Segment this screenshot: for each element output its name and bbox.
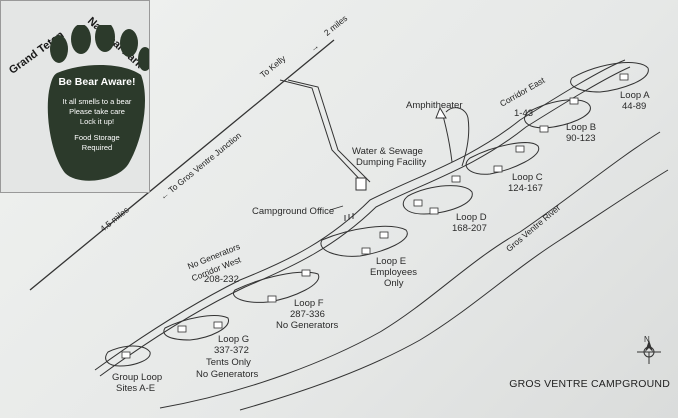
label-loop-c: Loop C bbox=[512, 172, 543, 183]
loop-c bbox=[465, 142, 540, 175]
sign-heading: Be Bear Aware! bbox=[58, 76, 136, 88]
loop-b bbox=[524, 99, 591, 129]
sign-line-3: Lock it up! bbox=[79, 117, 115, 126]
restroom-icon bbox=[515, 145, 525, 153]
loop-f bbox=[233, 271, 320, 303]
loop-g bbox=[163, 315, 229, 341]
label-loop-f: Loop F bbox=[294, 298, 324, 309]
amphitheater-icon bbox=[435, 106, 447, 119]
label-corridor-west-3: 208-232 bbox=[204, 274, 239, 285]
group-loop bbox=[105, 345, 151, 367]
loop-a bbox=[570, 62, 649, 93]
label-loop-a-sites: 44-89 bbox=[622, 101, 647, 112]
label-loop-g: Loop G bbox=[218, 334, 250, 345]
label-corridor-east-sites: 1-43 bbox=[514, 108, 534, 119]
label-campground-office: Campground Office bbox=[252, 206, 335, 217]
restroom-icon bbox=[429, 207, 439, 215]
label-group-loop: Group Loop bbox=[112, 372, 163, 383]
river-bank-north bbox=[239, 169, 669, 411]
sign-line-4: Food Storage bbox=[74, 133, 120, 142]
label-dumping-1: Water & Sewage bbox=[352, 146, 423, 157]
restroom-icon bbox=[177, 325, 187, 333]
label-loop-g-sites: 337-372 bbox=[214, 345, 249, 356]
restroom-icon bbox=[267, 295, 277, 303]
label-loop-g-3: Tents Only bbox=[206, 357, 251, 368]
compass-north-label: N bbox=[644, 335, 650, 344]
label-amphitheater: Amphitheater bbox=[406, 100, 463, 111]
sign-line-5: Required bbox=[81, 143, 113, 152]
restroom-icon bbox=[379, 231, 389, 239]
label-loop-b: Loop B bbox=[566, 122, 597, 133]
label-loop-a: Loop A bbox=[620, 90, 650, 101]
label-loop-f-3: No Generators bbox=[276, 320, 339, 331]
highway-road bbox=[29, 39, 335, 291]
bear-aware-sign: Grand Teton National Park Be Bear Aware!… bbox=[0, 0, 150, 193]
kelly-road bbox=[279, 79, 367, 187]
label-loop-g-4: No Generators bbox=[196, 369, 259, 380]
label-loop-e-3: Only bbox=[384, 278, 404, 289]
restroom-icon bbox=[213, 321, 223, 329]
restroom-icon bbox=[619, 73, 629, 81]
label-dumping-2: Dumping Facility bbox=[356, 157, 427, 168]
river-bank-south bbox=[159, 131, 661, 409]
restroom-icon bbox=[569, 97, 579, 105]
map-title: GROS VENTRE CAMPGROUND bbox=[509, 378, 670, 390]
sign-line-1: It all smells to a bear bbox=[62, 97, 132, 106]
restroom-icon bbox=[413, 199, 423, 207]
loop-d bbox=[402, 185, 473, 215]
office-building-icon bbox=[355, 177, 367, 191]
label-loop-f-sites: 287-336 bbox=[290, 309, 325, 320]
restroom-icon bbox=[121, 351, 131, 359]
label-group-loop-sites: Sites A-E bbox=[116, 383, 156, 394]
restroom-icon bbox=[361, 247, 371, 255]
bear-paw-icon bbox=[47, 25, 149, 181]
restroom-icon bbox=[493, 165, 503, 173]
main-road bbox=[94, 59, 626, 371]
restroom-icon bbox=[539, 125, 549, 133]
label-loop-c-sites: 124-167 bbox=[508, 183, 543, 194]
sign-line-2: Please take care bbox=[69, 107, 125, 116]
loop-e bbox=[320, 225, 408, 257]
restroom-icon bbox=[451, 175, 461, 183]
label-loop-d: Loop D bbox=[456, 212, 487, 223]
label-loop-e: Loop E bbox=[376, 256, 407, 267]
label-loop-e-2: Employees bbox=[370, 267, 417, 278]
restroom-icon bbox=[301, 269, 311, 277]
label-loop-b-sites: 90-123 bbox=[566, 133, 596, 144]
compass-icon bbox=[637, 340, 661, 364]
label-loop-d-sites: 168-207 bbox=[452, 223, 487, 234]
